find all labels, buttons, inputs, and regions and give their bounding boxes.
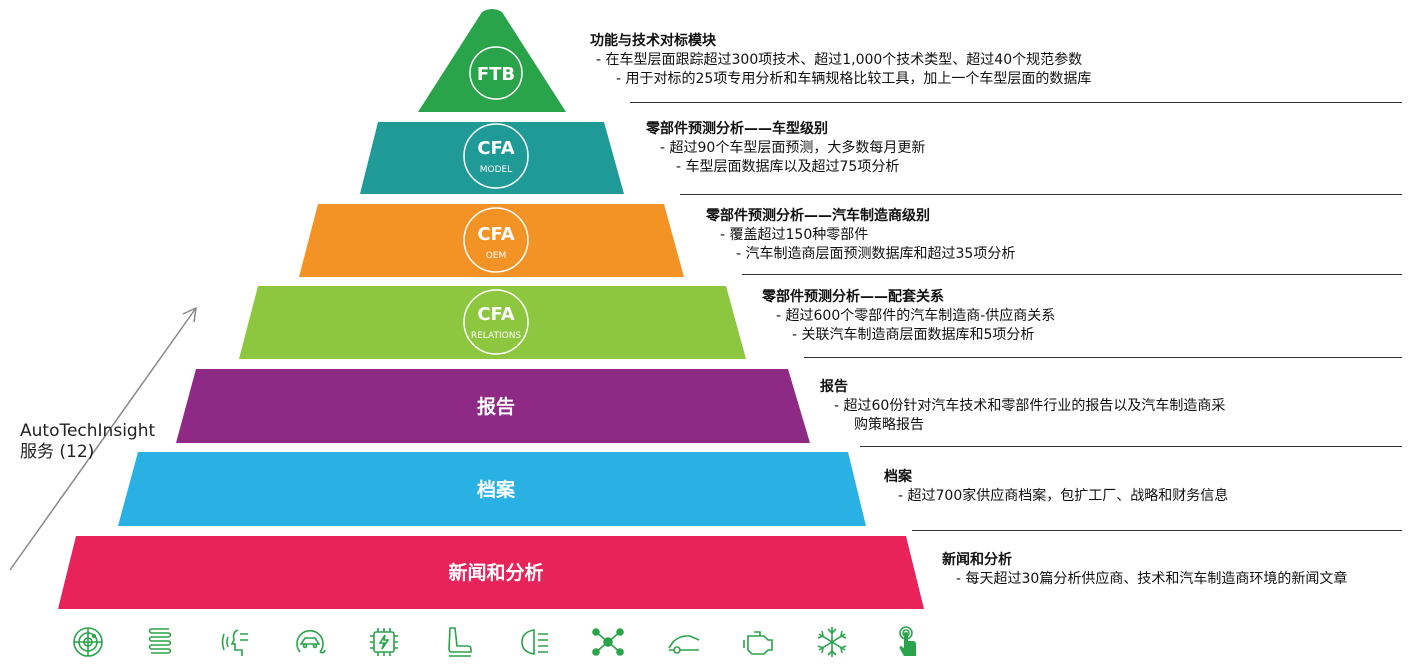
description-title: 档案 [884,469,912,485]
description-line: - 关联汽车制造商层面数据库和5项分析 [792,327,1035,343]
spring-icon [142,624,178,660]
ftb-badge: FTB [469,46,523,100]
cfa-relations-badge-title: CFA [477,304,514,325]
description-title: 功能与技术对标模块 [590,33,716,49]
description-profiles: 档案 - 超过700家供应商档案，包扩工厂、战略和财务信息 [884,468,1228,506]
ftb-badge-title: FTB [477,64,515,85]
description-cfa-oem: 零部件预测分析——汽车制造商级别 - 覆盖超过150种零部件 - 汽车制造商层面… [706,207,1015,264]
description-line: - 用于对标的25项专用分析和车辆规格比较工具，加上一个车型层面的数据库 [616,71,1092,87]
domain-icon-row [70,624,930,664]
tier-ftb-shape [418,9,566,112]
divider [742,274,1402,275]
description-line: - 超过600个零部件的汽车制造商-供应商关系 [776,308,1056,324]
tier-profiles-shape [118,452,866,526]
tier-cfa-model-shape [360,122,624,194]
cfa-relations-badge: CFA RELATIONS [463,289,529,355]
tier-news-shape [58,536,924,609]
tier-cfa-relations-shape [239,286,746,359]
tier-reports-label: 报告 [477,395,515,418]
cfa-relations-badge-sub: RELATIONS [471,331,522,341]
tier-profiles-label: 档案 [477,478,516,501]
divider [804,357,1402,358]
description-cfa-relations: 零部件预测分析——配套关系 - 超过600个零部件的汽车制造商-供应商关系 - … [762,288,1055,345]
tier-cfa-oem-shape [299,204,684,277]
description-line: - 车型层面数据库以及超过75项分析 [676,159,900,175]
description-line: - 汽车制造商层面预测数据库和超过35项分析 [736,246,1016,262]
service-label-line2: 服务 (12) [20,442,95,462]
description-line: - 每天超过30篇分析供应商、技术和汽车制造商环境的新闻文章 [956,571,1348,587]
description-title: 新闻和分析 [942,552,1012,568]
growth-arrowhead [182,306,197,323]
radar-icon [70,624,106,660]
car-body-icon [666,624,702,660]
description-line: - 超过60份针对汽车技术和零部件行业的报告以及汽车制造商采 [834,398,1226,414]
molecule-icon [590,624,626,660]
description-line: - 超过90个车型层面预测，大多数每月更新 [660,140,926,156]
tier-news-label: 新闻和分析 [448,561,543,584]
battery-chip-icon [366,624,402,660]
electric-car-icon [292,624,328,660]
description-cfa-model: 零部件预测分析——车型级别 - 超过90个车型层面预测，大多数每月更新 - 车型… [646,120,925,177]
description-ftb: 功能与技术对标模块 - 在车型层面跟踪超过300项技术、超过1,000个技术类型… [590,32,1091,89]
snowflake-icon [814,624,850,660]
description-line: 购策略报告 [854,417,924,433]
wireless-sensor-icon [218,624,254,660]
description-title: 零部件预测分析——车型级别 [646,121,828,137]
description-title: 报告 [820,379,848,395]
divider [912,530,1402,531]
divider [680,194,1402,195]
description-line: - 超过700家供应商档案，包扩工厂、战略和财务信息 [898,488,1229,504]
description-reports: 报告 - 超过60份针对汽车技术和零部件行业的报告以及汽车制造商采 购策略报告 [820,378,1225,435]
description-title: 零部件预测分析——汽车制造商级别 [706,208,930,224]
description-title: 零部件预测分析——配套关系 [762,289,944,305]
cfa-oem-badge-title: CFA [477,224,514,245]
growth-arrow-line [9,307,197,571]
cfa-model-badge-title: CFA [477,138,514,159]
description-news: 新闻和分析 - 每天超过30篇分析供应商、技术和汽车制造商环境的新闻文章 [942,551,1402,589]
tier-reports-shape [176,369,810,443]
divider [630,102,1402,103]
cfa-oem-badge: CFA OEM [463,207,529,273]
cfa-oem-badge-sub: OEM [486,251,507,261]
car-seat-icon [440,624,476,660]
divider [860,446,1402,447]
description-line: - 在车型层面跟踪超过300项技术、超过1,000个技术类型、超过40个规范参数 [596,52,1083,68]
engine-icon [740,624,776,660]
headlight-icon [516,624,552,660]
cfa-model-badge: CFA MODEL [463,123,529,189]
cfa-model-badge-sub: MODEL [480,165,512,175]
description-line: - 覆盖超过150种零部件 [720,227,869,243]
service-label-line1: AutoTechInsight [20,421,156,441]
touch-control-icon [890,624,926,660]
service-label: AutoTechInsight 服务 (12) [20,421,155,463]
